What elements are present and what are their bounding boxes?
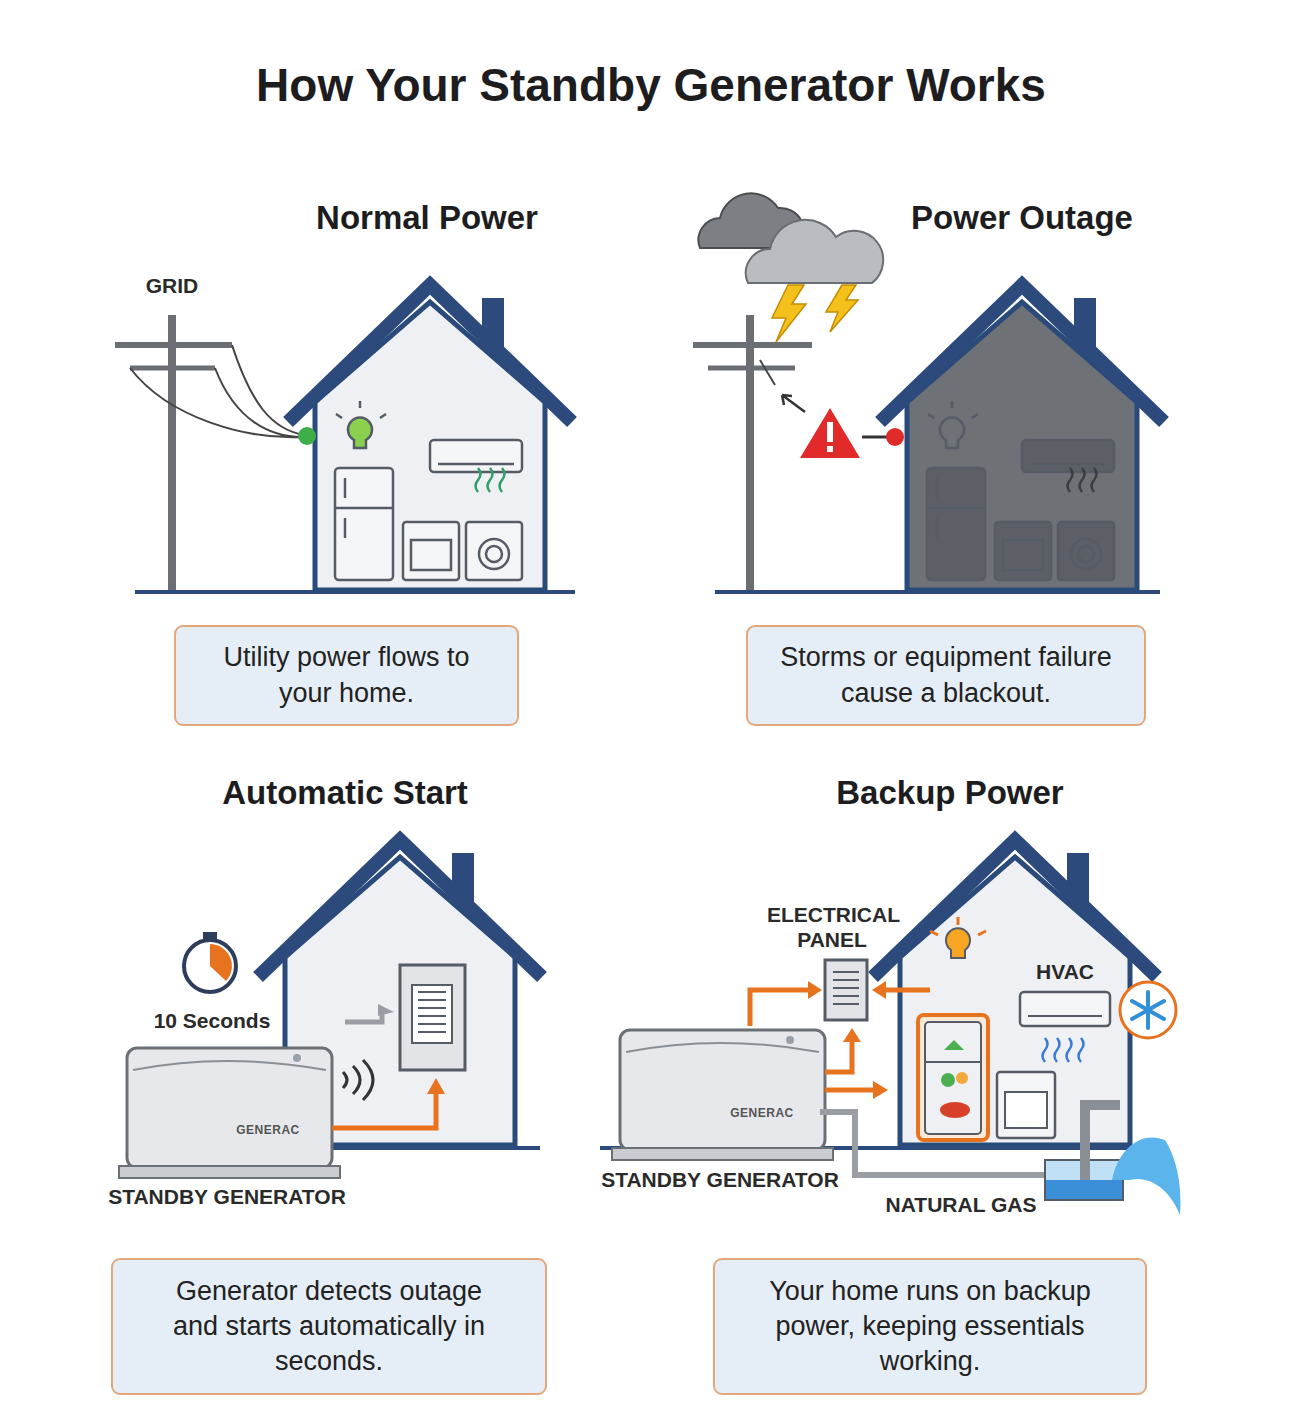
panel-heading: Power Outage xyxy=(911,199,1133,237)
diagram-title: How Your Standby Generator Works xyxy=(256,58,1046,112)
panel-heading: Normal Power xyxy=(316,199,538,237)
gas-label: NATURAL GAS xyxy=(886,1193,1037,1217)
panel-heading: Automatic Start xyxy=(222,774,468,812)
caption-text: Generator detects outage and starts auto… xyxy=(157,1274,502,1379)
brand-label: GENERAC xyxy=(730,1106,794,1120)
panel-label: ELECTRICAL PANEL xyxy=(767,902,897,952)
timer-label: 10 Seconds xyxy=(154,1009,271,1033)
grid-label: GRID xyxy=(146,274,199,298)
generator-label: STANDBY GENERATOR xyxy=(108,1185,346,1209)
caption-box: Your home runs on backup power, keeping … xyxy=(713,1258,1147,1395)
caption-box: Storms or equipment failure cause a blac… xyxy=(746,625,1146,726)
caption-text: Storms or equipment failure cause a blac… xyxy=(776,640,1116,710)
hvac-label: HVAC xyxy=(1036,960,1094,984)
caption-text: Utility power flows to your home. xyxy=(216,640,478,710)
caption-box: Generator detects outage and starts auto… xyxy=(111,1258,547,1395)
panel-heading: Backup Power xyxy=(836,774,1063,812)
brand-label: GENERAC xyxy=(236,1123,300,1137)
generator-label: STANDBY GENERATOR xyxy=(601,1168,839,1192)
caption-text: Your home runs on backup power, keeping … xyxy=(748,1274,1113,1379)
caption-box: Utility power flows to your home. xyxy=(174,625,519,726)
